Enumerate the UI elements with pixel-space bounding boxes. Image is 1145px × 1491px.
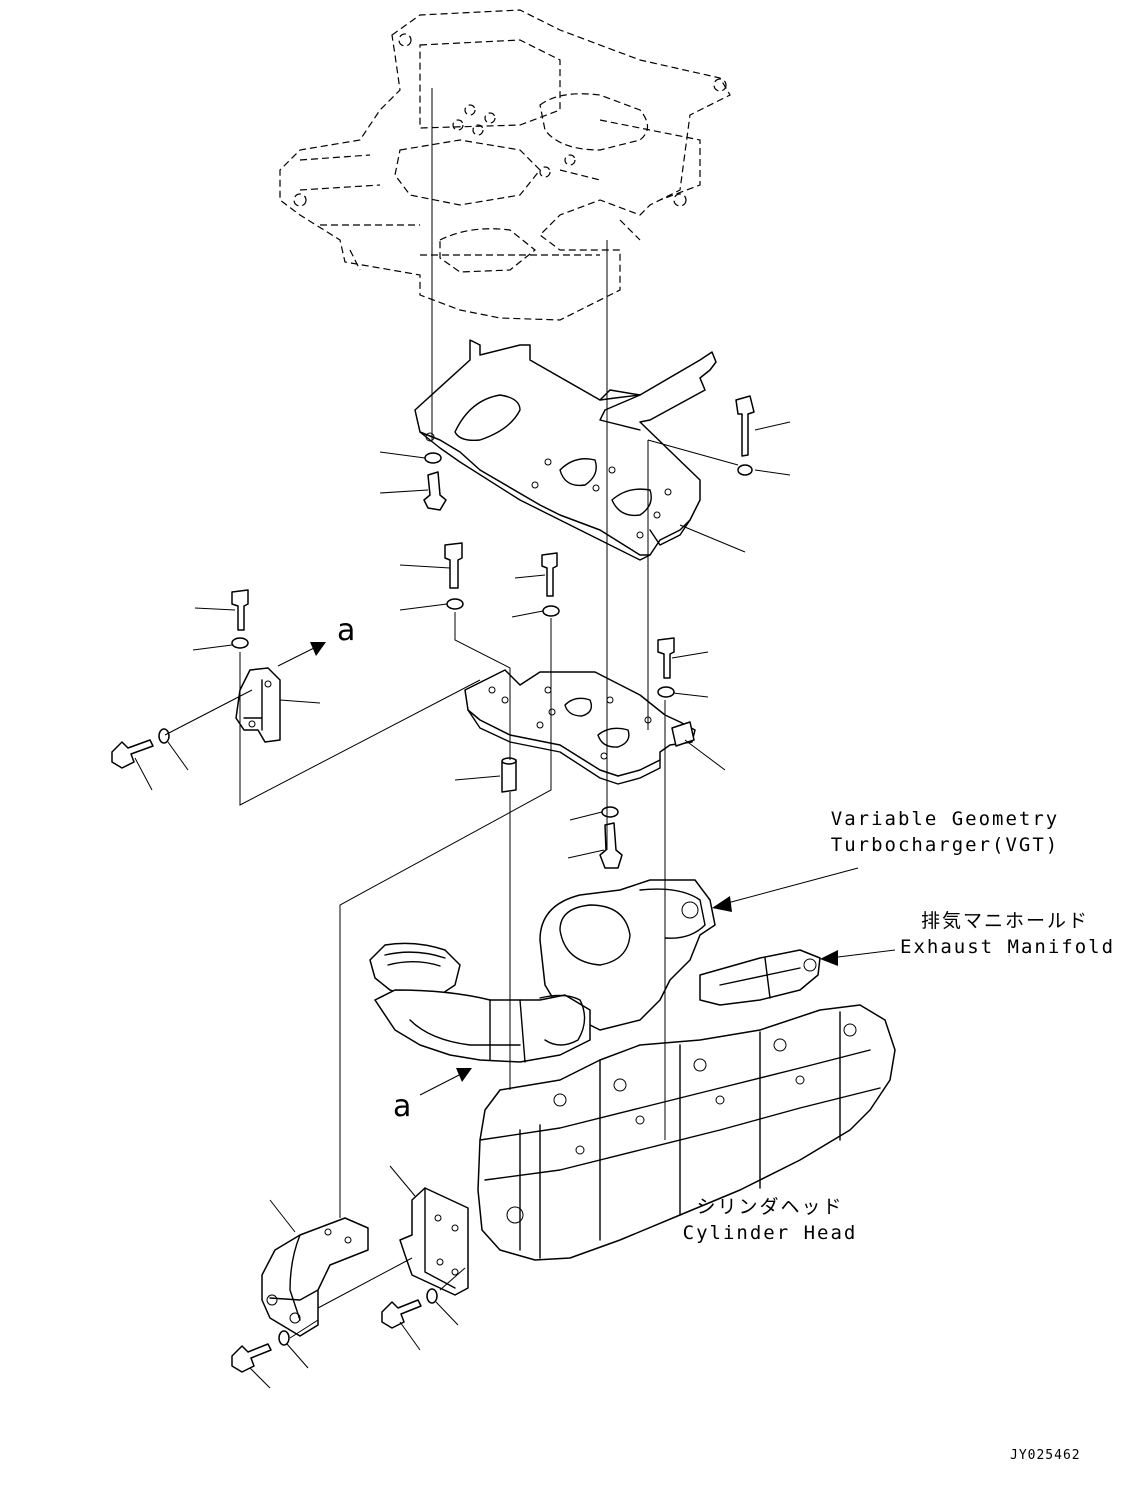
- assembly-guide-lines: [164, 88, 739, 1339]
- view-a-upper-label: a: [337, 613, 356, 648]
- cylinder-head-label-en: Cylinder Head: [682, 1222, 858, 1244]
- cylinder-head-label-jp: シリンダヘッド: [696, 1196, 844, 1218]
- manifold-label-jp: 排気マニホールド: [920, 910, 1089, 932]
- turbocharger-assembly: [369, 879, 716, 1063]
- lower-bracket-plate: [464, 669, 696, 785]
- figure-reference-number: JY025462: [1010, 1448, 1081, 1463]
- bottom-right-bracket: [399, 1187, 469, 1296]
- phantom-frame: [279, 9, 731, 321]
- leader-lines: [134, 421, 791, 1389]
- small-l-bracket: [235, 667, 281, 743]
- bottom-left-bracket: [261, 1217, 369, 1337]
- cylinder-head: [477, 1004, 896, 1261]
- vgt-label-line1: Variable Geometry: [830, 808, 1060, 830]
- upper-bracket-plate: [414, 339, 717, 561]
- exhaust-manifold: [699, 949, 821, 1006]
- vgt-label-line2: Turbocharger(VGT): [830, 834, 1060, 856]
- manifold-label-en: Exhaust Manifold: [900, 936, 1116, 958]
- view-a-lower-label: a: [393, 1089, 412, 1124]
- callout-arrows: [277, 642, 896, 1096]
- bolts-and-washers: [111, 395, 755, 1373]
